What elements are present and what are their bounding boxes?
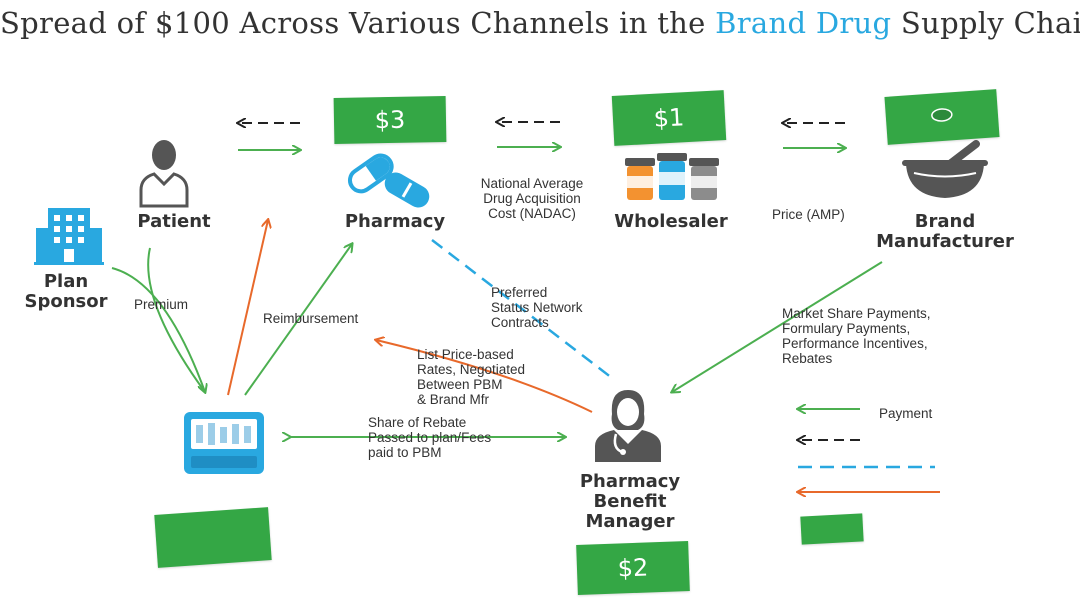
premium-arrow-sponsor xyxy=(111,267,205,392)
market-line1: Market Share Payments, xyxy=(782,306,931,321)
premium-arrow-patient xyxy=(147,247,206,393)
bill-pbm-value: $2 xyxy=(617,553,649,583)
pbm-person-icon xyxy=(595,390,661,462)
diagram-title: Spread of $100 Across Various Channels i… xyxy=(0,6,1080,40)
rebate-line3: paid to PBM xyxy=(368,445,442,460)
wholesaler-label: Wholesaler xyxy=(614,211,728,232)
bill-legend xyxy=(800,513,864,545)
list-price-line4: & Brand Mfr xyxy=(417,392,490,407)
bill-pharmacy-value: $3 xyxy=(374,105,406,135)
preferred-annotation: Preferred Status Network Contracts xyxy=(491,285,583,330)
list-price-annotation: List Price-based Rates, Negotiated Betwe… xyxy=(417,347,525,407)
premium-annotation: Premium xyxy=(134,297,189,312)
nadac-line3: Cost (NADAC) xyxy=(488,206,576,221)
list-price-line2: Rates, Negotiated xyxy=(417,362,526,377)
list-price-line1: List Price-based xyxy=(417,347,514,362)
preferred-line2: Status Network xyxy=(491,300,583,315)
list-price-arrow xyxy=(376,340,593,413)
rebate-line1: Share of Rebate xyxy=(368,415,467,430)
bill-pharmacy: $3 xyxy=(333,96,447,144)
mortar-pestle-icon xyxy=(902,140,988,198)
reimbursement-arrow xyxy=(244,244,352,396)
pbm-line2: Benefit xyxy=(593,491,667,512)
bill-seal-icon xyxy=(931,108,953,122)
pbm-label: Pharmacy Benefit Manager xyxy=(560,472,700,532)
bill-pbm: $2 xyxy=(576,541,690,595)
market-share-arrow xyxy=(672,261,883,392)
pills-icon xyxy=(347,153,430,208)
nadac-annotation: National Average Drug Acquisition Cost (… xyxy=(470,176,594,221)
bill-manufacturer xyxy=(884,89,1000,145)
bill-plan xyxy=(154,507,272,568)
pharmacy-label: Pharmacy xyxy=(344,211,446,232)
market-share-annotation: Market Share Payments, Formulary Payment… xyxy=(782,306,931,366)
brand-manufacturer-line2: Manufacturer xyxy=(876,231,1014,252)
pbm-line3: Manager xyxy=(585,511,675,532)
plan-sponsor-label: Plan Sponsor xyxy=(18,272,114,312)
bottles-icon xyxy=(625,153,719,200)
market-line2: Formulary Payments, xyxy=(782,321,911,336)
market-line4: Rebates xyxy=(782,351,833,366)
title-suffix: Supply Chain xyxy=(900,6,1080,40)
orange-arrow-up xyxy=(227,220,268,396)
reimbursement-annotation: Reimbursement xyxy=(263,311,359,326)
legend-payment-label: Payment xyxy=(879,406,933,421)
rebate-annotation: Share of Rebate Passed to plan/Fees paid… xyxy=(368,415,491,460)
pbm-line1: Pharmacy xyxy=(579,471,681,492)
nadac-line2: Drug Acquisition xyxy=(483,191,581,206)
plan-sponsor-line1: Plan xyxy=(43,271,89,292)
list-price-line3: Between PBM xyxy=(417,377,503,392)
amp-annotation: Price (AMP) xyxy=(772,207,845,222)
patient-icon xyxy=(139,140,189,208)
nadac-line1: National Average xyxy=(480,176,584,191)
preferred-line3: Contracts xyxy=(491,315,549,330)
patient-label: Patient xyxy=(137,211,211,232)
rebate-line2: Passed to plan/Fees xyxy=(368,430,492,445)
bill-wholesaler: $1 xyxy=(611,90,727,146)
plan-sponsor-line2: Sponsor xyxy=(24,291,108,312)
brand-manufacturer-line1: Brand xyxy=(914,211,976,232)
bill-wholesaler-value: $1 xyxy=(653,103,685,133)
preferred-network-line xyxy=(431,239,613,379)
market-line3: Performance Incentives, xyxy=(782,336,928,351)
preferred-line1: Preferred xyxy=(491,285,548,300)
card-reader-icon xyxy=(184,412,264,474)
title-prefix: Spread of $100 Across Various Channels i… xyxy=(0,6,716,40)
title-highlight: Brand Drug xyxy=(715,6,892,40)
building-icon xyxy=(34,208,104,265)
brand-manufacturer-label: Brand Manufacturer xyxy=(865,212,1025,252)
